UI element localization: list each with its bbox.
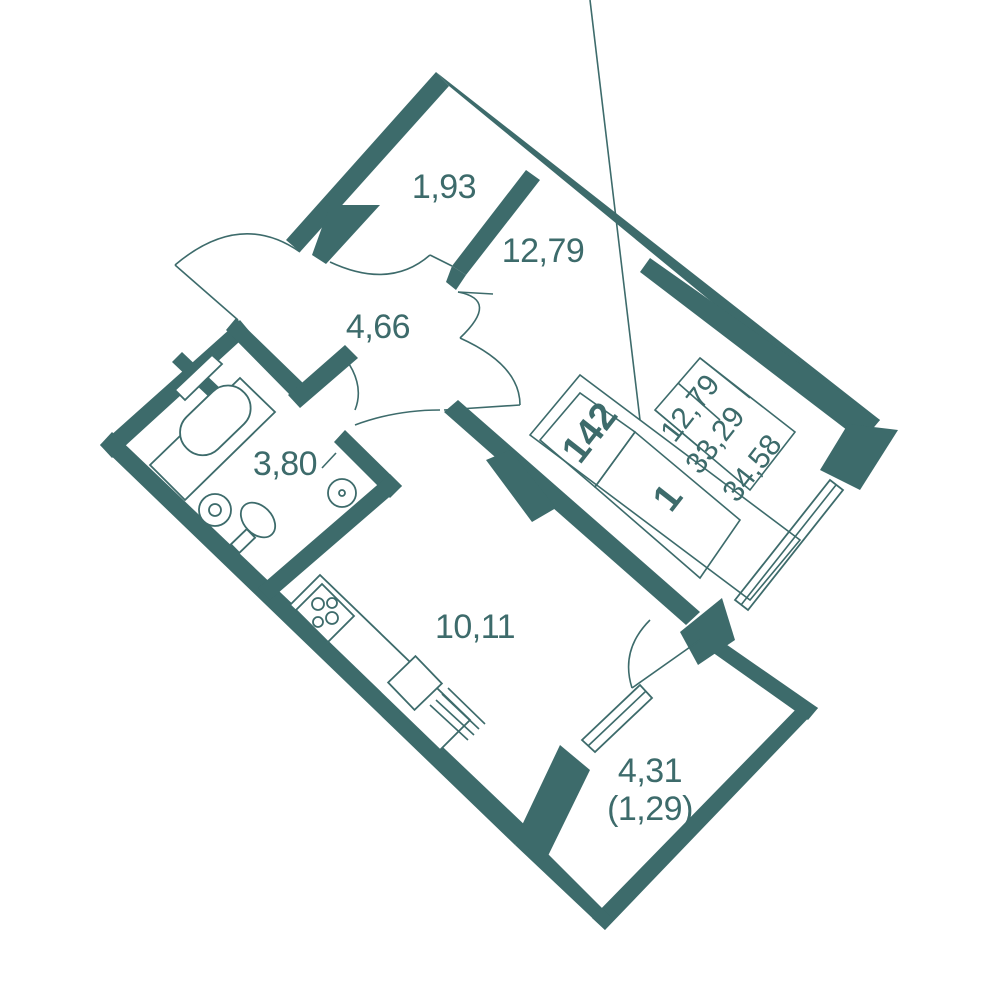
balcony-reduced-area: (1,29) <box>607 790 693 828</box>
apartment-info-box <box>528 0 802 602</box>
interior-walls <box>172 170 700 625</box>
windows <box>173 353 845 754</box>
bedroom-area: 12,79 <box>502 232 585 270</box>
bathroom-area: 3,80 <box>253 445 317 483</box>
hall-area: 4,66 <box>346 308 410 346</box>
bathroom-fixtures <box>148 376 357 555</box>
rooms-count: 1 <box>645 477 691 520</box>
storage-area: 1,93 <box>412 168 476 206</box>
kitchen-fixtures <box>288 573 486 752</box>
kitchen-living-area: 10,11 <box>435 608 515 646</box>
balcony-area: 4,31 <box>618 752 682 790</box>
outer-walls <box>100 72 898 930</box>
door-swings <box>174 233 701 689</box>
